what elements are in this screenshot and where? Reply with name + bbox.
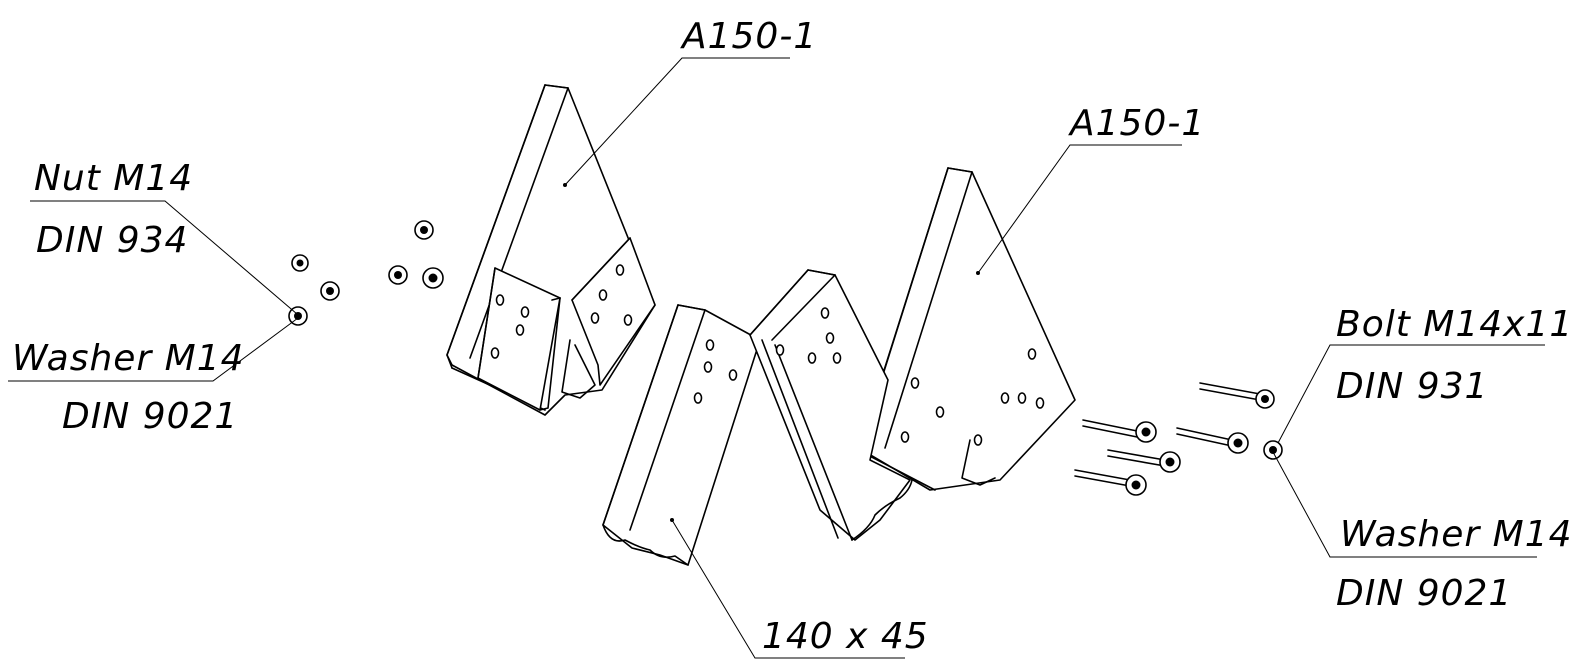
nut-icon: [422, 267, 444, 289]
label-bolt: Bolt M14x110: [1336, 304, 1572, 345]
labels: Nut M14 DIN 934 Washer M14 DIN 9021 A150…: [12, 16, 1572, 657]
bolt-icon: [1107, 449, 1181, 473]
label-washer-right-standard: DIN 9021: [1336, 573, 1512, 614]
nuts-left: [288, 220, 444, 326]
nut-icon: [320, 281, 340, 301]
label-nut: Nut M14: [34, 158, 193, 199]
label-nut-standard: DIN 934: [36, 220, 188, 261]
label-bracket-top: A150-1: [680, 16, 817, 57]
bolts-right: [1074, 382, 1283, 496]
bolt-icon: [1176, 427, 1249, 454]
bracket-right: [861, 167, 1076, 491]
nut-icon: [291, 254, 309, 272]
label-washer-left: Washer M14: [12, 338, 245, 379]
label-bracket-right: A150-1: [1068, 103, 1205, 144]
bolt-icon: [1199, 382, 1275, 409]
bolt-icon: [1082, 419, 1157, 443]
label-bolt-standard: DIN 931: [1336, 366, 1488, 407]
leader-lines: [8, 57, 1545, 659]
nut-icon: [388, 265, 408, 285]
washer-icon: [1263, 440, 1283, 460]
bolt-icon: [1074, 469, 1147, 496]
nut-icon: [414, 220, 434, 240]
bracket-left: [446, 84, 656, 416]
timber-right: [749, 269, 913, 541]
label-washer-left-standard: DIN 9021: [62, 396, 238, 437]
label-timber: 140 x 45: [762, 616, 929, 657]
label-washer-right: Washer M14: [1340, 514, 1572, 555]
timber-left: [602, 304, 761, 566]
